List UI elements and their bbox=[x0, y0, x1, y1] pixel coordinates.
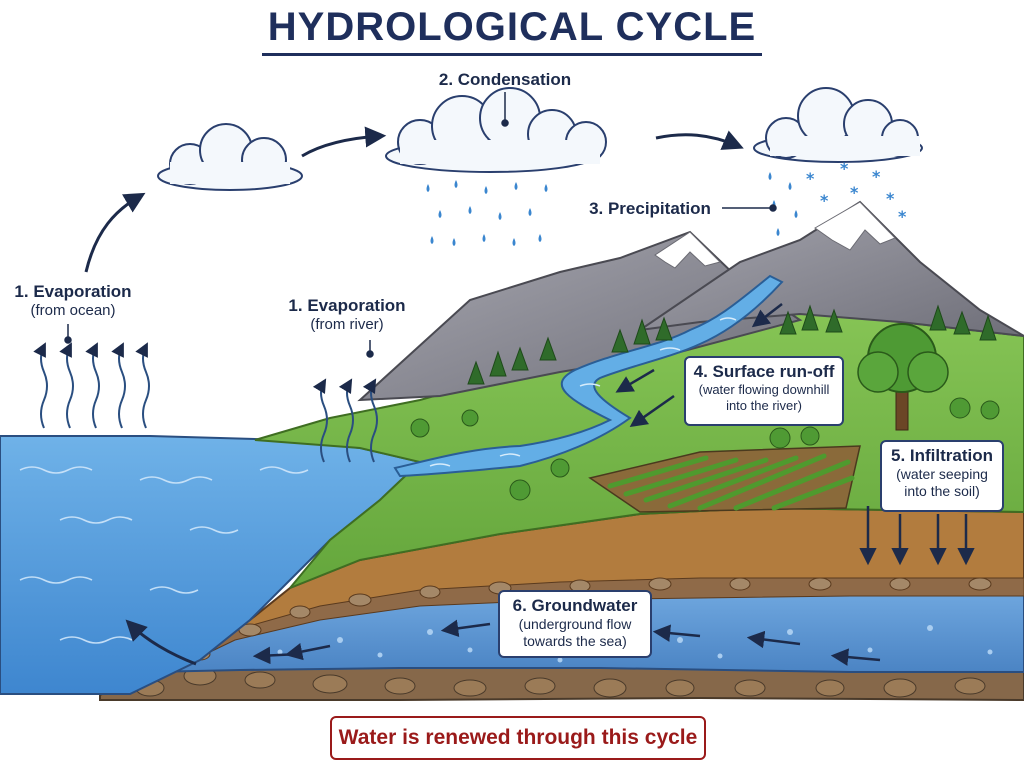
label-main: 6. Groundwater bbox=[512, 596, 638, 615]
label-main: 1. Evaporation bbox=[288, 296, 406, 315]
label-sub: into the soil) bbox=[904, 483, 980, 500]
bushes bbox=[410, 397, 1000, 501]
cloud-middle bbox=[385, 87, 607, 173]
soil-pebbles bbox=[189, 577, 992, 661]
snowflake-icon: * bbox=[898, 207, 907, 226]
label-groundwater: 6. Groundwater (underground flow towards… bbox=[498, 590, 652, 658]
snowflake-icon: * bbox=[850, 183, 859, 202]
label-sub: (from river) bbox=[310, 316, 384, 334]
label-infiltration: 5. Infiltration (water seeping into the … bbox=[880, 440, 1004, 512]
snowflake-icon: * bbox=[840, 159, 849, 178]
groundwater-dots bbox=[277, 625, 993, 663]
river-highlights bbox=[429, 317, 737, 467]
sea-waves bbox=[19, 466, 309, 644]
label-evaporation-ocean: 1. Evaporation (from ocean) bbox=[8, 282, 138, 320]
oak-tree bbox=[857, 323, 949, 431]
groundwater-arrows bbox=[252, 619, 881, 666]
evaporation-arrows-river bbox=[312, 378, 378, 463]
cloud-right bbox=[753, 87, 923, 163]
rain-drops bbox=[426, 180, 548, 246]
label-sub: into the river) bbox=[726, 397, 802, 413]
label-sub: towards the sea) bbox=[523, 633, 627, 650]
snowflake-icon: * bbox=[886, 189, 895, 208]
cloud-left bbox=[157, 123, 303, 191]
snowflake-icon: * bbox=[806, 169, 815, 188]
label-sub: (underground flow bbox=[518, 616, 632, 633]
arrow-evaporation-to-cloud bbox=[84, 192, 146, 273]
river bbox=[393, 274, 784, 478]
snowflake-icon: * bbox=[872, 167, 881, 186]
arrow-condensation-to-precipitation bbox=[655, 130, 744, 150]
label-surface-runoff: 4. Surface run-off (water flowing downhi… bbox=[684, 356, 844, 426]
groundwater-to-sea-arrow bbox=[125, 619, 197, 666]
arrow-cloud-to-condensation bbox=[301, 126, 387, 158]
evaporation-arrows-ocean bbox=[33, 342, 150, 429]
label-main: 1. Evaporation bbox=[14, 282, 132, 301]
footer-caption: Water is renewed through this cycle bbox=[330, 716, 706, 760]
label-sub: (water flowing downhill bbox=[698, 382, 830, 398]
label-sub: (from ocean) bbox=[30, 302, 116, 320]
crop-rows bbox=[607, 453, 855, 511]
label-main: 5. Infiltration bbox=[891, 446, 993, 465]
snowflake-icon: * bbox=[820, 191, 829, 210]
leader-lines bbox=[64, 92, 777, 358]
infiltration-arrows bbox=[859, 506, 975, 566]
snow-cap-left bbox=[654, 231, 721, 269]
rain-drops-right bbox=[768, 172, 798, 236]
title-underline bbox=[262, 53, 762, 56]
label-main: 3. Precipitation bbox=[589, 199, 711, 218]
runoff-arrows bbox=[615, 303, 783, 428]
label-precipitation: 3. Precipitation bbox=[580, 199, 720, 219]
page-title: HYDROLOGICAL CYCLE bbox=[267, 5, 757, 49]
snow-cap-right bbox=[814, 201, 896, 251]
label-condensation: 2. Condensation bbox=[420, 70, 590, 90]
label-sub: (water seeping bbox=[896, 466, 988, 483]
label-main: 4. Surface run-off bbox=[693, 362, 835, 381]
pine-trees bbox=[467, 304, 997, 385]
snowflake-icons: * * * * * * * bbox=[806, 159, 907, 226]
label-main: 2. Condensation bbox=[438, 70, 572, 89]
soil-pebble-band bbox=[159, 577, 1024, 677]
bedrock-pebbles bbox=[135, 666, 986, 698]
label-evaporation-river: 1. Evaporation (from river) bbox=[282, 296, 412, 334]
